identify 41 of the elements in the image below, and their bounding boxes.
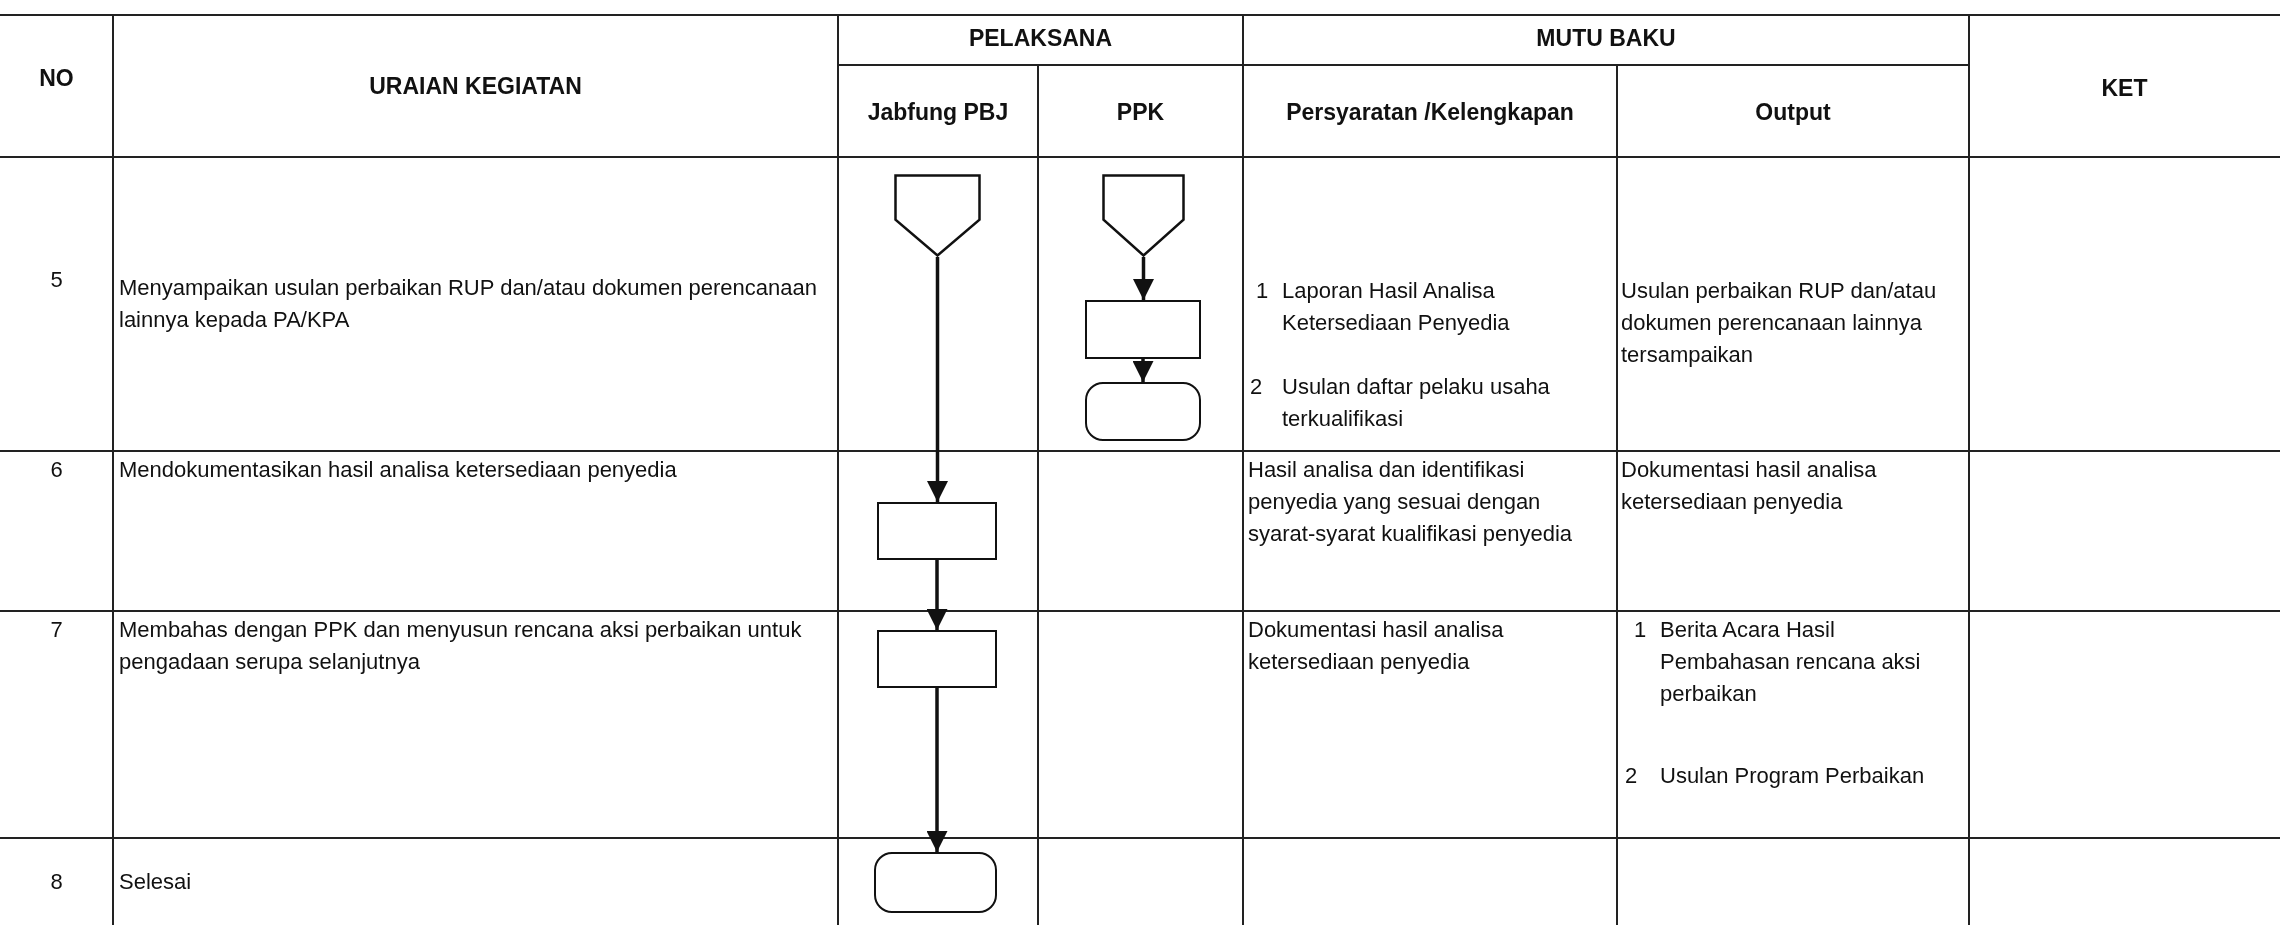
column-header: Jabfung PBJ [866, 98, 1010, 127]
off-page-connector [1102, 174, 1185, 257]
requirement-text: Laporan Hasil Analisa Ketersediaan Penyedia [1282, 277, 1511, 337]
arrow [926, 560, 948, 630]
activity-text: Menyampaikan usulan perbaikan RUP dan/atau dokumen perencanaan lainnya kepada PA/KPA [119, 274, 818, 334]
list-number: 2 [1248, 373, 1264, 401]
output-text: Dokumentasi hasil analisa ketersediaan penyedia [1621, 456, 1878, 516]
column-header: PELAKSANA [967, 24, 1114, 53]
row-number: 5 [49, 266, 64, 294]
arrow [927, 257, 948, 502]
list-number: 1 [1254, 277, 1270, 305]
row-number: 8 [49, 868, 64, 896]
column-header: PPK [1115, 98, 1166, 127]
process-box [877, 630, 997, 688]
activity-text: Membahas dengan PPK dan menyusun rencana aksi perbaikan untuk pengadaan serupa selanjutnya [119, 616, 803, 676]
off-page-connector [894, 174, 981, 257]
list-number: 2 [1623, 762, 1639, 790]
output-text: Usulan Program Perbaikan [1660, 762, 1926, 790]
activity-text: Mendokumentasikan hasil analisa ketersediaan penyedia [119, 456, 678, 484]
process-box [1085, 300, 1201, 359]
column-header: MUTU BAKU [1535, 24, 1677, 53]
arrow [926, 688, 948, 852]
row-number: 6 [49, 456, 64, 484]
column-header: NO [38, 64, 75, 93]
requirement-text: Hasil analisa dan identifikasi penyedia yang sesuai dengan syarat-syarat kualifikasi penyedia [1248, 456, 1574, 548]
output-text: Berita Acara Hasil Pembahasan rencana aksi perbaikan [1660, 616, 1922, 708]
column-header: URAIAN KEGIATAN [368, 72, 583, 101]
arrow [1132, 359, 1154, 382]
terminator-shape [1085, 382, 1201, 441]
row-number: 7 [49, 616, 64, 644]
column-header: Persyaratan /Kelengkapan [1285, 98, 1575, 127]
output-text: Usulan perbaikan RUP dan/atau dokumen perencanaan lainnya tersampaikan [1621, 277, 1938, 369]
arrow [1133, 257, 1154, 300]
list-number: 1 [1632, 616, 1648, 644]
column-header: KET [2100, 74, 2149, 103]
requirement-text: Usulan daftar pelaku usaha terkualifikasi [1282, 373, 1551, 433]
activity-text: Selesai [119, 868, 193, 896]
requirement-text: Dokumentasi hasil analisa ketersediaan penyedia [1248, 616, 1505, 676]
column-header: Output [1754, 98, 1832, 127]
terminator-shape [874, 852, 997, 913]
process-box [877, 502, 997, 560]
